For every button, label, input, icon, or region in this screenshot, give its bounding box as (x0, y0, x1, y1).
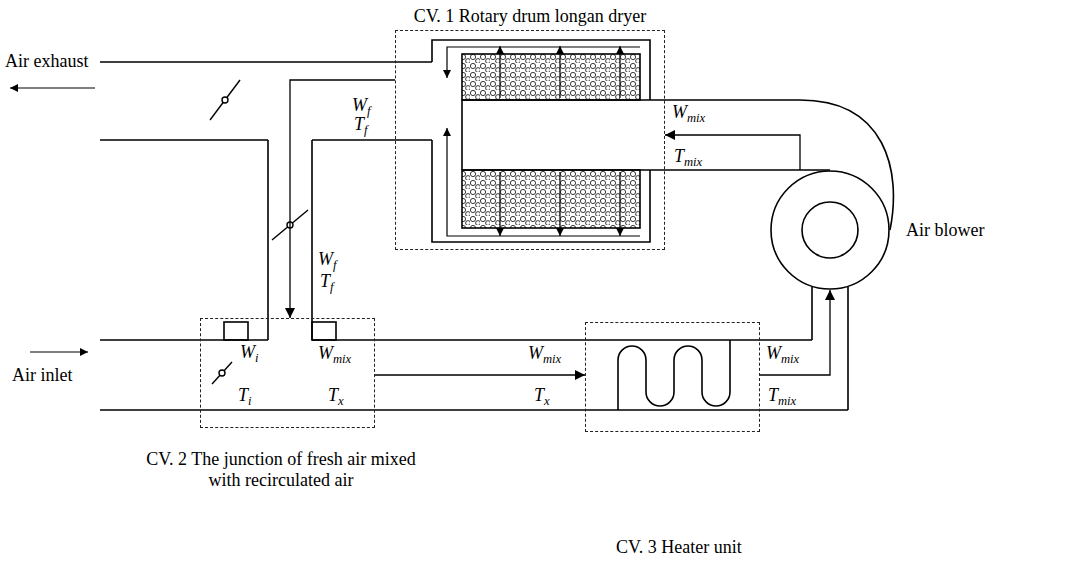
flow-variable: Wmix (672, 103, 705, 123)
drum-casing (432, 40, 650, 242)
variable-subscript: f (367, 104, 371, 118)
exhaust-duct-wall (100, 62, 432, 140)
flow-label: Air exhaust (5, 52, 88, 72)
flow-variable: Tmix (768, 386, 796, 406)
variable-symbol: T (320, 271, 330, 291)
drum-tube-wall (462, 100, 650, 170)
variable-subscript: f (333, 258, 337, 272)
control-volume-box: CV. 3 Heater unit (585, 322, 760, 432)
flow-variable: Wf (352, 96, 371, 116)
node-heading: CV. 3 Heater unit (616, 537, 742, 558)
flow-arrow (30, 351, 88, 352)
flow-variable: Tf (354, 115, 368, 135)
flow-arrow (10, 87, 95, 88)
blower-outline (770, 170, 890, 290)
variable-symbol: T (534, 385, 544, 405)
variable-subscript: mix (778, 394, 796, 408)
blower-impeller (802, 202, 858, 258)
flow-variable: Tf (320, 272, 334, 292)
junction-flange (312, 322, 336, 340)
variable-symbol: T (238, 385, 248, 405)
variable-symbol: T (768, 385, 778, 405)
variable-subscript: i (248, 394, 252, 408)
flow-arrow (447, 128, 640, 236)
heater-coil (618, 340, 730, 410)
variable-symbol: W (528, 343, 543, 363)
flow-variable: Wi (240, 343, 259, 363)
junction-flange (224, 322, 248, 340)
flow-variable: Tx (534, 386, 550, 406)
damper-pivot (222, 97, 228, 103)
variable-symbol: W (766, 343, 781, 363)
variable-symbol: W (318, 343, 333, 363)
variable-subscript: f (364, 123, 368, 137)
longan-bed (462, 170, 640, 228)
variable-subscript: mix (781, 352, 799, 366)
damper (210, 80, 240, 120)
node-heading: Air blower (906, 220, 984, 241)
flow-variable: Tmix (674, 147, 702, 167)
flow-label: Air inlet (12, 366, 73, 386)
variable-subscript: i (255, 351, 259, 365)
flow-variable: Wf (318, 250, 337, 270)
flow-variable: Wmix (766, 344, 799, 364)
node-heading: CV. 1 Rotary drum longan dryer (414, 6, 647, 27)
variable-symbol: W (240, 342, 255, 362)
flow-arrow (559, 172, 560, 236)
variable-symbol: W (318, 249, 333, 269)
blower-housing (771, 171, 889, 289)
damper (212, 362, 232, 384)
blower-outlet-duct (650, 100, 893, 230)
air-flow-connector (375, 374, 585, 375)
flow-arrow (559, 46, 560, 98)
variable-symbol: T (354, 114, 364, 134)
mix-duct-wall (100, 340, 848, 410)
flow-arrow (619, 172, 620, 236)
blower-node: Air blower (770, 170, 890, 290)
flow-arrow (447, 47, 640, 78)
flow-variable: Tx (328, 386, 344, 406)
variable-symbol: W (672, 102, 687, 122)
flow-variable: Wmix (528, 344, 561, 364)
flow-arrow (499, 46, 500, 98)
flow-arrow (499, 172, 500, 236)
flow-arrow (619, 46, 620, 98)
variable-subscript: mix (684, 155, 702, 169)
variable-symbol: W (352, 95, 367, 115)
variable-subscript: x (338, 394, 344, 408)
variable-subscript: x (544, 394, 550, 408)
variable-subscript: mix (543, 352, 561, 366)
variable-symbol: T (674, 146, 684, 166)
control-volume-box: CV. 2 The junction of fresh air mixed wi… (200, 318, 375, 428)
control-volume-box: CV. 1 Rotary drum longan dryer (395, 30, 665, 250)
air-flow-connector (290, 80, 395, 318)
flow-variable: Ti (238, 386, 252, 406)
air-flow-connector (760, 290, 830, 375)
node-heading: CV. 2 The junction of fresh air mixed wi… (131, 449, 431, 490)
variable-subscript: mix (333, 352, 351, 366)
damper-pivot (219, 370, 225, 376)
flow-variable: Wmix (318, 344, 351, 364)
variable-symbol: T (328, 385, 338, 405)
variable-subscript: f (330, 280, 334, 294)
variable-subscript: mix (687, 111, 705, 125)
longan-bed (462, 54, 640, 100)
air-flow-connector (665, 135, 800, 170)
